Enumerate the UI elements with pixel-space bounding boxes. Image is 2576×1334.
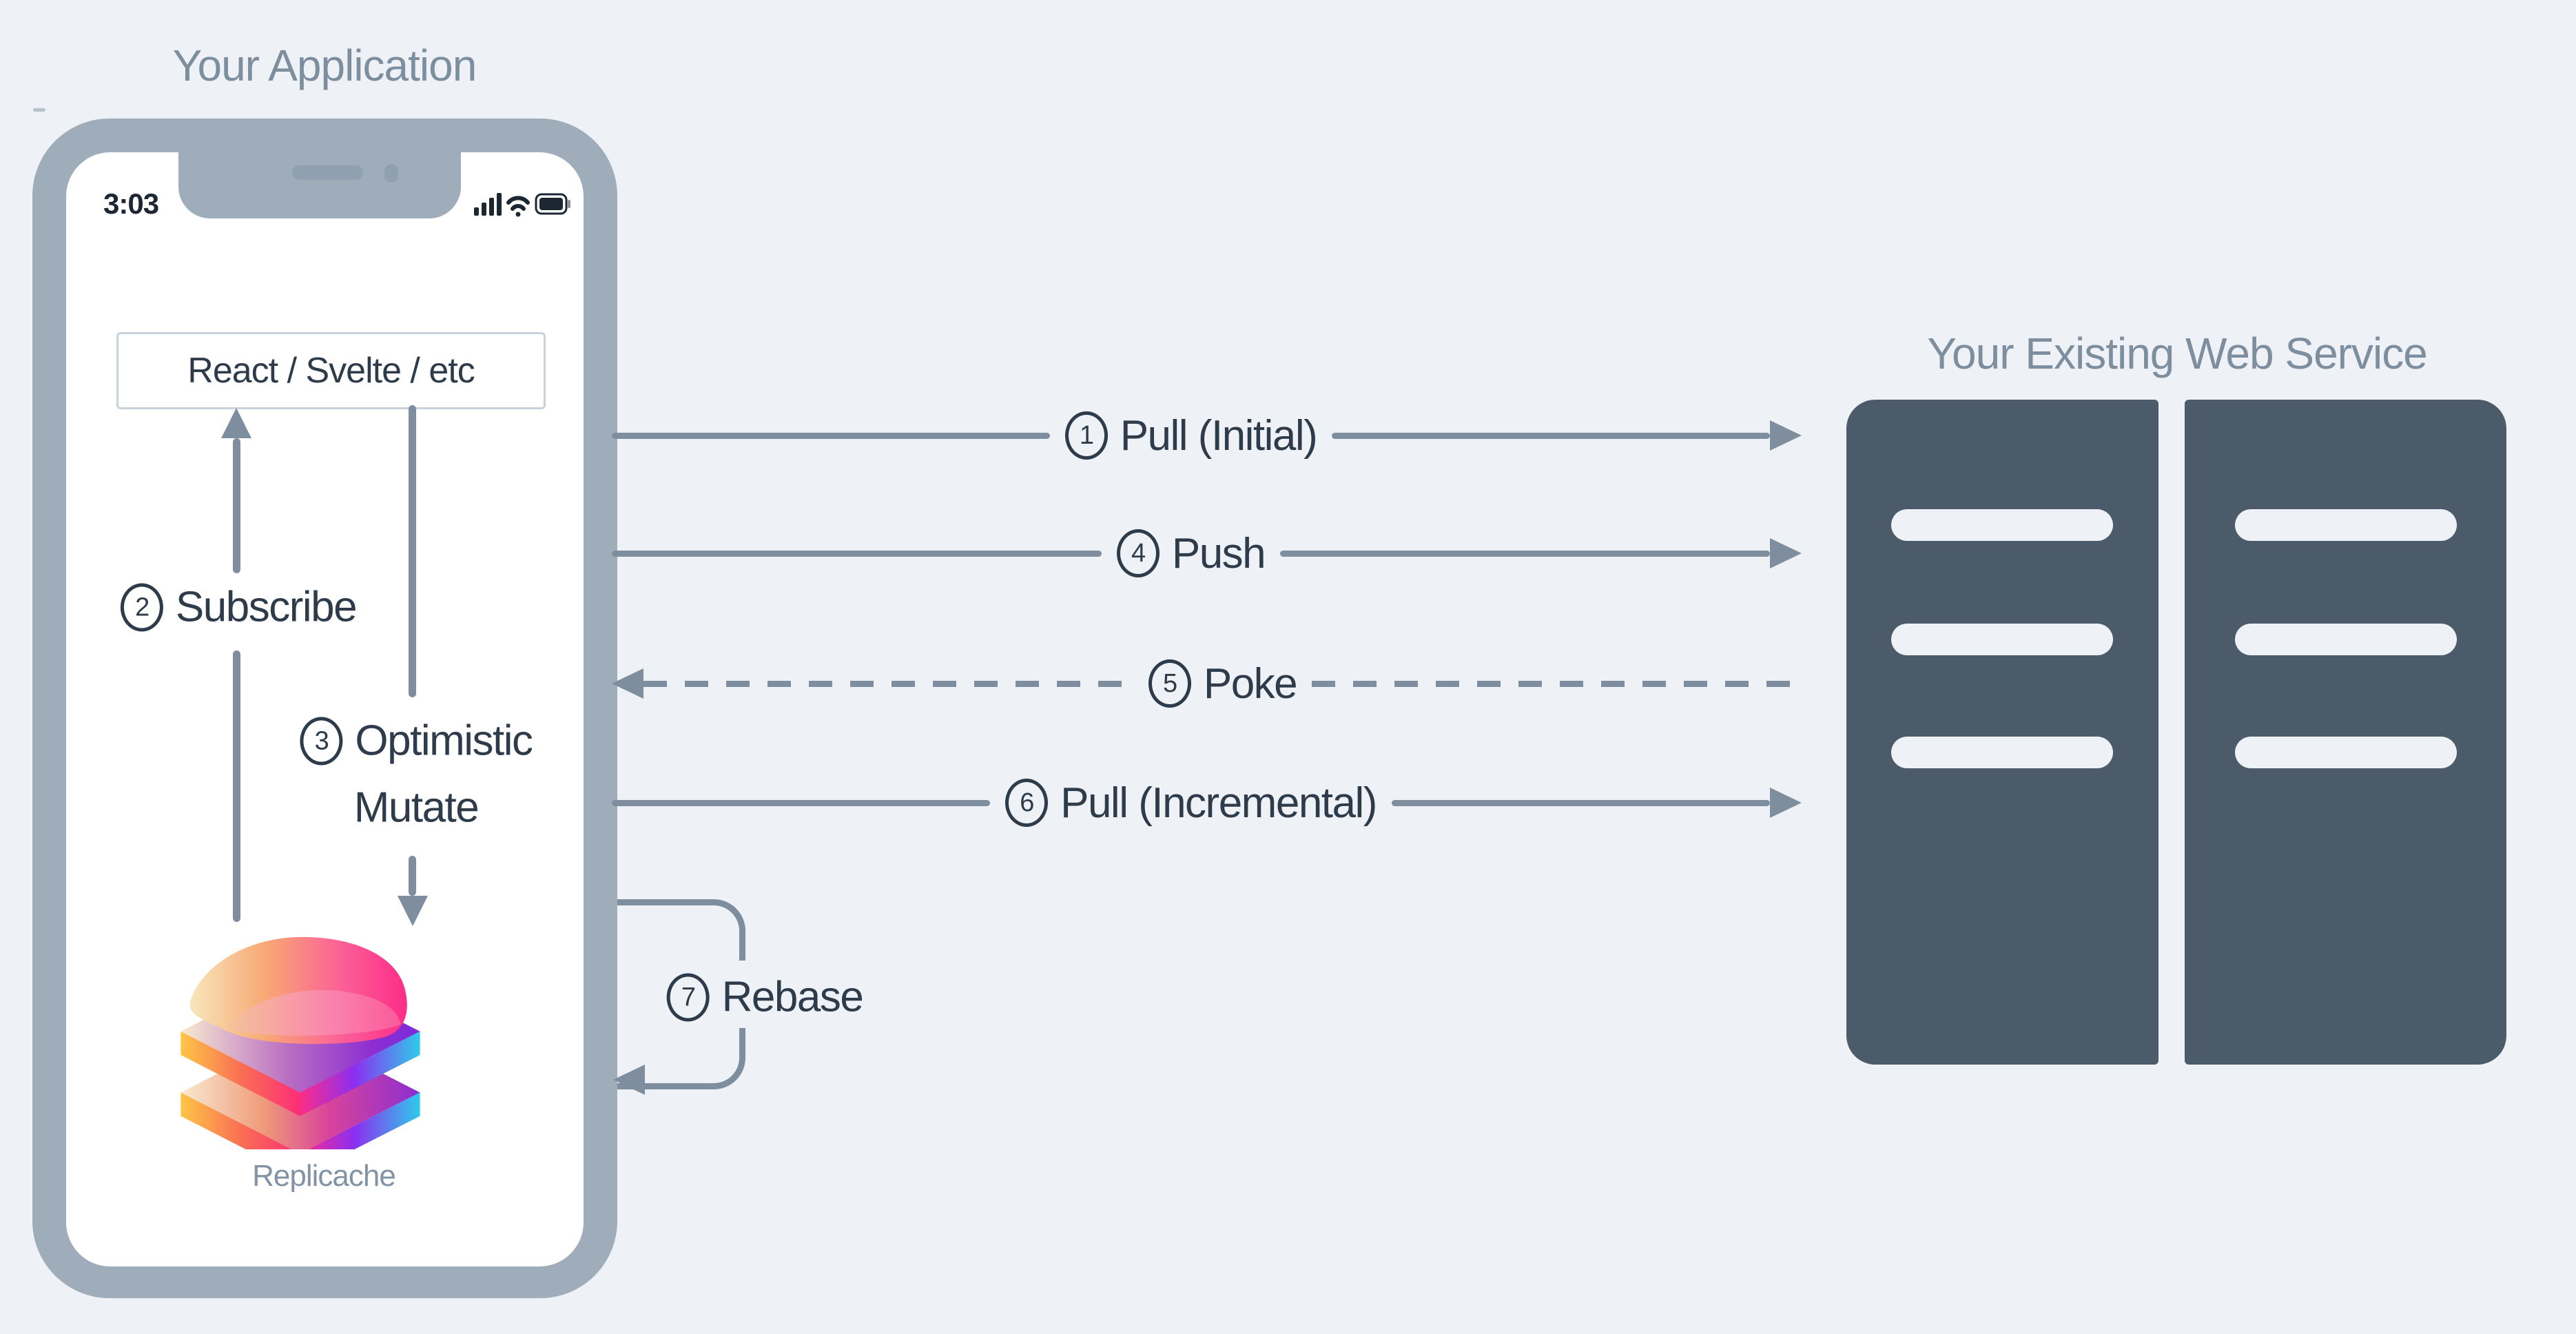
subscribe-arrow-line [233,438,240,573]
status-icons [474,193,570,217]
dashed-arrow-line [1312,680,1802,687]
arrowhead-left-icon [613,1065,645,1095]
pull-incremental-label: 6 Pull (Incremental) [990,779,1392,828]
circled-number-7: 7 [666,973,710,1021]
arrow-line [612,799,991,806]
arrowhead-left-icon [612,668,643,699]
rebase-loop-top [617,899,745,961]
push-arrow: 4 Push [612,523,1802,584]
speaker-slot-icon [292,165,363,180]
arrowhead-right-icon [1770,420,1802,451]
server-rack [1846,400,2158,1065]
pull-initial-arrow: 1 Pull (Initial) [612,405,1802,466]
server-slot-bar [1891,509,2113,541]
optimistic-mutate-label: 3 Optimistic [300,717,533,766]
server-slot-bar [2235,509,2457,541]
wifi-icon [506,196,530,217]
ui-framework-box: React / Svelte / etc [116,332,546,409]
arrow-line [612,550,1102,557]
ui-framework-label: React / Svelte / etc [187,351,475,391]
phone-notch [178,152,461,218]
replicache-label: Replicache [252,1159,396,1193]
arrowhead-up-icon [221,408,251,438]
poke-label: 5 Poke [1133,659,1312,708]
battery-icon [535,193,570,215]
subscribe-label: 2 Subscribe [120,583,358,632]
circled-number-1: 1 [1064,411,1108,460]
server-slot-bar [2235,624,2457,655]
poke-arrow: 5 Poke [612,653,1802,714]
circled-number-6: 6 [1005,779,1049,827]
arrow-line [1391,799,1771,806]
replicache-logo-icon [181,936,420,1149]
circled-number-5: 5 [1148,659,1191,708]
arrow-line [612,432,1050,439]
server-title: Your Existing Web Service [1927,329,2428,378]
push-label: 4 Push [1102,529,1280,578]
arrow-line [1332,432,1771,439]
circled-number-2: 2 [120,583,163,631]
rebase-label: 7 Rebase [666,973,864,1022]
status-time: 3:03 [103,187,159,220]
camera-dot-icon [384,164,398,183]
server-rack [2185,400,2506,1065]
circled-number-3: 3 [300,717,343,765]
arrow-line [1280,550,1771,557]
client-title: Your Application [172,41,477,90]
server-slot-bar [2235,737,2457,768]
arrowhead-right-icon [1770,538,1802,568]
mutate-arrow-line [409,405,416,697]
dashed-arrow-line [643,680,1133,687]
server-slot-bar [1891,624,2113,655]
server-slot-bar [1891,737,2113,768]
mutate-arrow-line [409,856,416,896]
pull-initial-label: 1 Pull (Initial) [1050,411,1332,460]
rebase-loop-bottom [617,1028,745,1089]
cellular-signal-icon [474,193,502,216]
stray-dash [33,108,45,112]
optimistic-mutate-label-line2: Mutate [353,783,480,832]
circled-number-4: 4 [1116,529,1160,577]
subscribe-arrow-line [233,650,240,922]
arrowhead-right-icon [1770,788,1802,818]
arrowhead-down-icon [398,896,428,926]
pull-incremental-arrow: 6 Pull (Incremental) [612,772,1802,833]
